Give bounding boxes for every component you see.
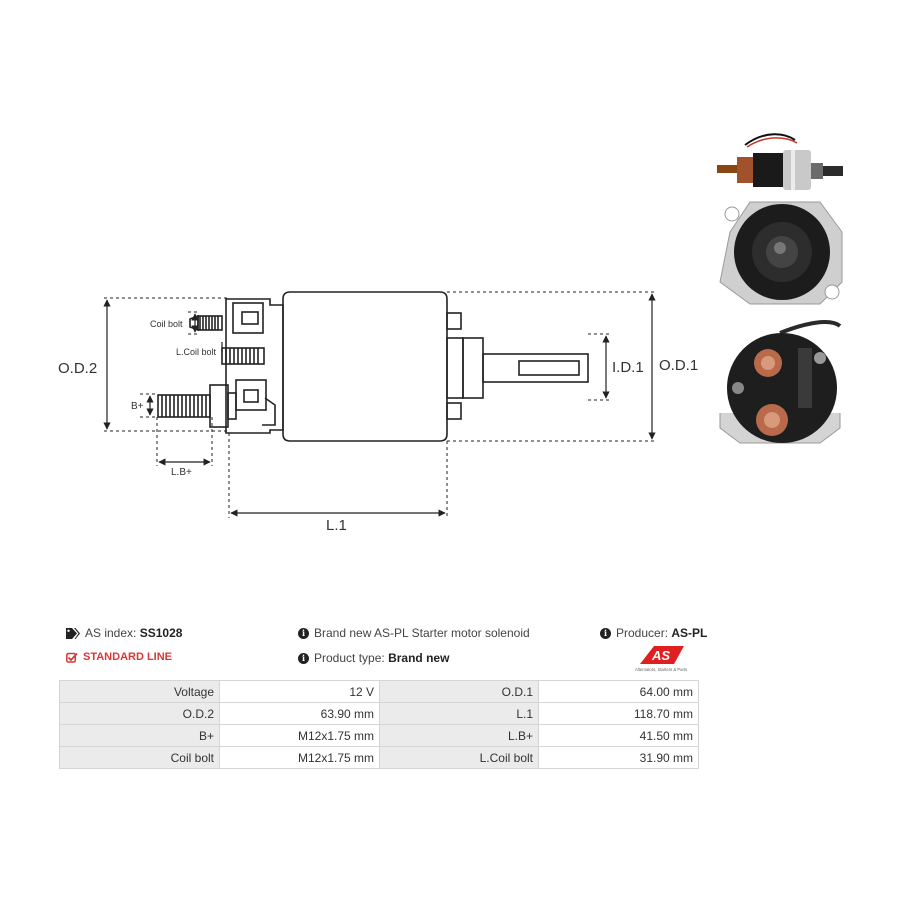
as-index: AS index: SS1028 bbox=[66, 626, 182, 640]
product-type-label: Product type: bbox=[314, 651, 385, 665]
standard-line-label: STANDARD LINE bbox=[83, 651, 173, 663]
spec-key: Coil bolt bbox=[59, 746, 220, 769]
solenoid-body bbox=[282, 291, 448, 442]
plunger-rod bbox=[482, 353, 589, 383]
l1-label: L.1 bbox=[326, 517, 347, 534]
check-square-icon bbox=[66, 652, 78, 663]
spec-value: 31.90 mm bbox=[538, 746, 699, 769]
product-type-value: Brand new bbox=[388, 651, 450, 665]
spec-key: B+ bbox=[59, 724, 220, 747]
spec-key: O.D.1 bbox=[379, 680, 539, 703]
table-row: B+ M12x1.75 mm L.B+ 41.50 mm bbox=[59, 724, 699, 747]
as-index-label: AS index: bbox=[85, 626, 137, 640]
coil-bolt-label: Coil bolt bbox=[150, 319, 183, 329]
id1-label: I.D.1 bbox=[612, 359, 644, 376]
producer-value: AS-PL bbox=[671, 626, 708, 640]
terminal-housing bbox=[225, 298, 284, 434]
table-row: Coil bolt M12x1.75 mm L.Coil bolt 31.90 … bbox=[59, 746, 699, 769]
solenoid-technical-drawing: O.D.2 O.D.1 I.D.1 L.1 L.B+ B+ Coil bolt … bbox=[58, 291, 698, 534]
spec-key: L.1 bbox=[379, 702, 539, 725]
spec-value: 41.50 mm bbox=[538, 724, 699, 747]
info-icon: i bbox=[600, 627, 611, 639]
spec-value: 63.90 mm bbox=[219, 702, 380, 725]
spec-value: 12 V bbox=[219, 680, 380, 703]
spec-value: M12x1.75 mm bbox=[219, 746, 380, 769]
logo-tagline: Alternators, Starters & Parts bbox=[635, 667, 687, 672]
solenoid-side-photo bbox=[717, 133, 843, 190]
info-icon: i bbox=[298, 652, 309, 664]
spec-key: Voltage bbox=[59, 680, 220, 703]
plunger-base bbox=[446, 337, 464, 399]
solenoid-flange-photo bbox=[719, 201, 843, 305]
od1-label: O.D.1 bbox=[659, 357, 698, 374]
description-text: Brand new AS-PL Starter motor solenoid bbox=[314, 626, 530, 640]
spec-key: O.D.2 bbox=[59, 702, 220, 725]
description: i Brand new AS-PL Starter motor solenoid bbox=[298, 626, 530, 640]
spec-value: 64.00 mm bbox=[538, 680, 699, 703]
spec-key: L.B+ bbox=[379, 724, 539, 747]
as-pl-logo: AS Alternators, Starters & Parts bbox=[635, 646, 687, 672]
table-row: O.D.2 63.90 mm L.1 118.70 mm bbox=[59, 702, 699, 725]
logo-text: AS bbox=[651, 648, 670, 663]
standard-line: STANDARD LINE bbox=[66, 651, 172, 663]
producer-label: Producer: bbox=[616, 626, 669, 640]
lb-label: L.B+ bbox=[171, 467, 192, 478]
info-icon: i bbox=[298, 627, 309, 639]
od2-label: O.D.2 bbox=[58, 360, 97, 377]
lcoil-bolt-label: L.Coil bolt bbox=[176, 347, 217, 357]
table-row: Voltage 12 V O.D.1 64.00 mm bbox=[59, 680, 699, 703]
bplus-label: B+ bbox=[131, 401, 144, 412]
solenoid-terminals-photo bbox=[719, 320, 842, 444]
tags-icon bbox=[66, 627, 80, 639]
product-type: i Product type: Brand new bbox=[298, 651, 449, 665]
spec-value: 118.70 mm bbox=[538, 702, 699, 725]
spec-value: M12x1.75 mm bbox=[219, 724, 380, 747]
spec-key: L.Coil bolt bbox=[379, 746, 539, 769]
specs-table: Voltage 12 V O.D.1 64.00 mm O.D.2 63.90 … bbox=[59, 680, 699, 769]
producer: i Producer: AS-PL bbox=[600, 626, 707, 640]
as-index-value: SS1028 bbox=[139, 626, 183, 640]
